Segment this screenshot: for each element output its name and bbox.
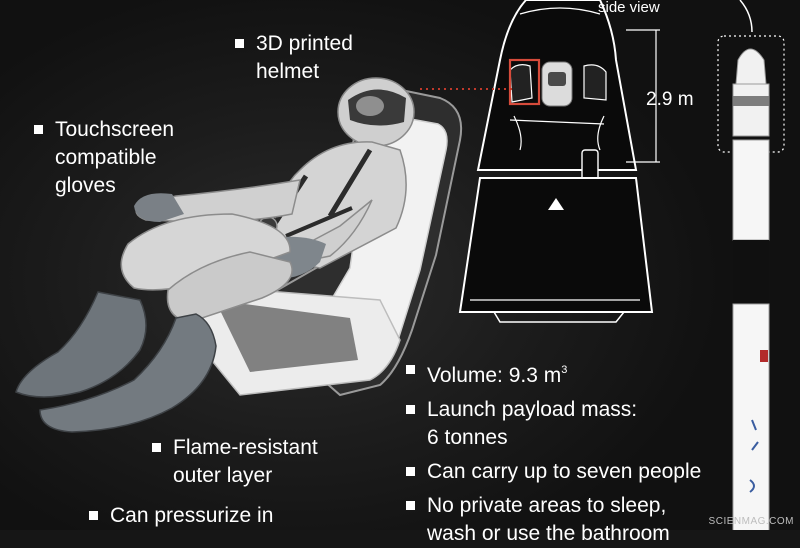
infographic-illustration	[15, 0, 785, 530]
rocket-illustration	[717, 35, 785, 530]
spec-volume: Volume: 9.3 m3	[406, 356, 567, 390]
spec-people: Can carry up to seven people	[406, 458, 701, 486]
helmet-label: 3D printed helmet	[235, 30, 353, 86]
bullet-icon	[406, 365, 415, 374]
bullet-icon	[152, 443, 161, 452]
gloves-label: Touchscreen compatible gloves	[34, 116, 174, 200]
capsule-height-label: 2.9 m	[646, 89, 694, 110]
side-view-label: side view	[598, 0, 660, 16]
spec-payload: Launch payload mass: 6 tonnes	[406, 396, 637, 452]
bullet-icon	[235, 39, 244, 48]
bullet-icon	[406, 501, 415, 510]
bullet-icon	[406, 405, 415, 414]
bullet-icon	[34, 125, 43, 134]
capsule-side-view	[458, 0, 753, 323]
bullet-icon	[406, 467, 415, 476]
bullet-icon	[89, 511, 98, 520]
astronaut-illustration	[15, 77, 415, 433]
watermark: SCIENMAG.COM	[708, 516, 794, 527]
pressurize-label: Can pressurize in	[89, 502, 273, 530]
spec-private-areas: No private areas to sleep, wash or use t…	[406, 492, 670, 548]
flame-resistant-label: Flame-resistant outer layer	[152, 434, 318, 490]
